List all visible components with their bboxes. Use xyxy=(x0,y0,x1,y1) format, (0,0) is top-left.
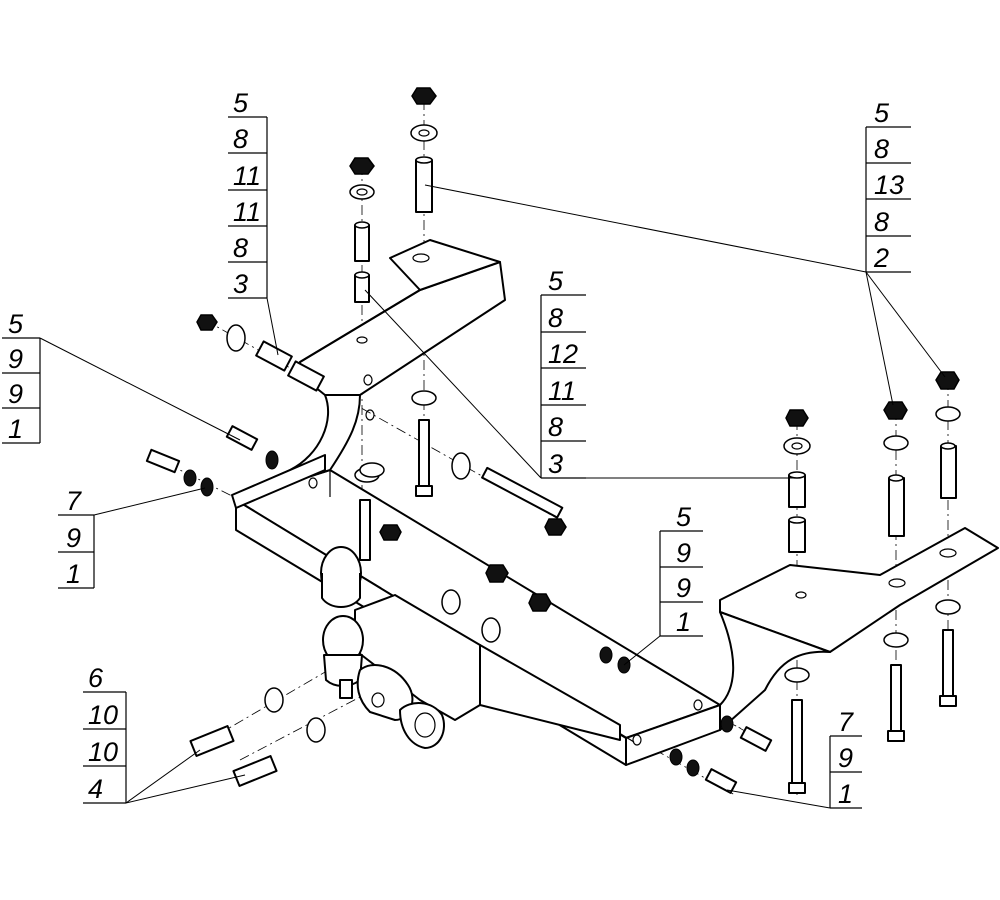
callout-left-lower-item: 9 xyxy=(66,523,81,553)
callout-bottom-left-item: 4 xyxy=(88,774,103,804)
callout-upper-left-item: 11 xyxy=(233,161,261,191)
left-side-fasteners xyxy=(145,314,567,536)
left-upper-fastener-stack xyxy=(349,157,402,561)
right-outer-fastener-stacks xyxy=(883,371,961,742)
callout-center-item: 5 xyxy=(548,266,564,296)
right-inner-fastener-stack xyxy=(783,409,811,794)
callout-right-mid-item: 9 xyxy=(676,573,691,603)
callout-upper-left-item: 11 xyxy=(233,197,261,227)
callout-bottom-right-item: 1 xyxy=(838,779,853,809)
callout-upper-right-item: 8 xyxy=(874,207,889,237)
callout-upper-right-item: 8 xyxy=(874,134,889,164)
callout-right-mid-item: 1 xyxy=(676,607,691,637)
callout-bottom-right-item: 7 xyxy=(838,707,854,737)
callout-upper-left-item: 8 xyxy=(233,124,248,154)
right-mounting-bracket xyxy=(632,527,999,746)
callout-left-lower-item: 1 xyxy=(66,559,81,589)
callout-bottom-left-item: 10 xyxy=(88,700,118,730)
callout-bottom-right: 7 9 1 xyxy=(829,707,862,809)
callout-upper-left: 5 8 11 11 8 3 xyxy=(228,88,268,299)
main-crossbeam xyxy=(235,469,721,766)
callout-upper-right: 5 8 13 8 2 xyxy=(865,98,911,273)
callout-bottom-left-item: 10 xyxy=(88,737,118,767)
left-mounting-bracket xyxy=(231,239,506,509)
callout-upper-right-item: 5 xyxy=(874,98,890,128)
callout-center: 5 8 12 11 8 3 xyxy=(540,266,586,479)
callout-left-item: 1 xyxy=(8,414,23,444)
callout-left-item: 9 xyxy=(8,344,23,374)
callout-center-item: 12 xyxy=(548,339,578,369)
callout-left-item: 5 xyxy=(8,309,24,339)
callout-bottom-right-item: 9 xyxy=(838,743,853,773)
callout-left-lower-item: 7 xyxy=(66,486,82,516)
callout-upper-right-item: 2 xyxy=(873,243,889,273)
callout-bottom-left: 6 10 10 4 xyxy=(83,663,127,804)
callout-center-item: 3 xyxy=(548,449,563,479)
callout-center-item: 8 xyxy=(548,303,563,333)
callout-right-mid: 5 9 9 1 xyxy=(659,502,703,637)
callout-upper-left-item: 8 xyxy=(233,233,248,263)
callout-left: 5 9 9 1 xyxy=(2,309,41,444)
callout-bottom-left-item: 6 xyxy=(88,663,104,693)
center-fastener-stack xyxy=(359,87,438,497)
callout-left-lower: 7 9 1 xyxy=(58,486,95,589)
callout-center-item: 8 xyxy=(548,412,563,442)
callout-upper-right-item: 13 xyxy=(874,170,904,200)
callout-right-mid-item: 5 xyxy=(676,502,692,532)
callout-upper-left-item: 3 xyxy=(233,269,248,299)
callout-left-item: 9 xyxy=(8,379,23,409)
tow-ball-mount xyxy=(320,546,621,749)
callout-right-mid-item: 9 xyxy=(676,538,691,568)
callout-center-item: 11 xyxy=(548,376,576,406)
center-lower-fasteners xyxy=(189,564,552,787)
callout-upper-left-item: 5 xyxy=(233,88,249,118)
